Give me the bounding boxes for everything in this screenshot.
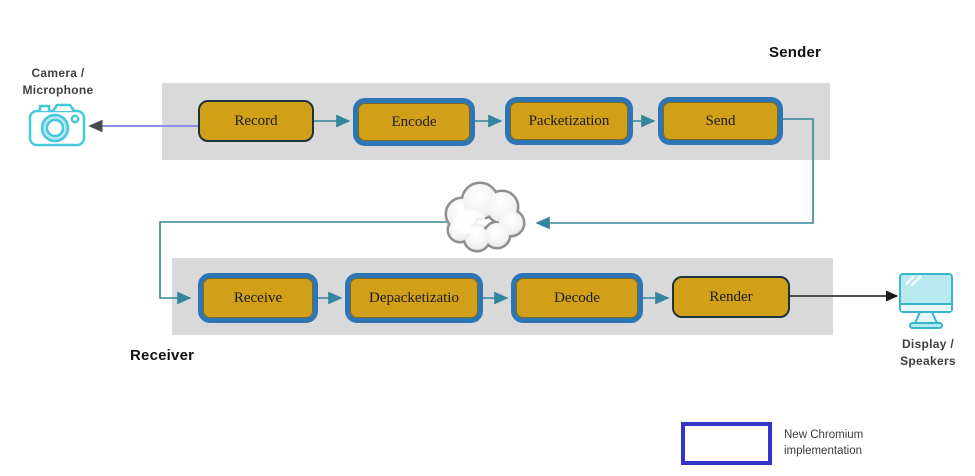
- display-caption-line1: Display /: [901, 337, 955, 351]
- camera-icon: [28, 103, 86, 147]
- sender-section-label: Sender: [769, 44, 822, 61]
- send-label: Send: [705, 112, 736, 129]
- network-cloud-icon: [444, 181, 526, 253]
- encode-label: Encode: [391, 113, 437, 130]
- receive-box: Receive: [198, 273, 318, 323]
- encode-box: Encode: [353, 98, 475, 146]
- render-box: Render: [672, 276, 790, 318]
- legend-swatch: [681, 422, 772, 465]
- record-box: Record: [198, 100, 314, 142]
- packetization-label: Packetization: [528, 112, 610, 129]
- camera-caption-line1: Camera /: [31, 66, 85, 80]
- display-caption-line2: Speakers: [900, 354, 956, 368]
- cloud-receive-arrow: [159, 221, 447, 305]
- legend-text-line1: New Chromium: [784, 429, 864, 441]
- camera-caption-line2: Microphone: [22, 83, 94, 97]
- legend-text-line2: implementation: [784, 445, 862, 457]
- packetization-box: Packetization: [505, 97, 633, 145]
- receiver-section-label: Receiver: [130, 347, 195, 364]
- decode-label: Decode: [554, 289, 600, 306]
- depacketization-label: Depacketizatio: [369, 289, 459, 306]
- render-label: Render: [709, 288, 753, 305]
- send-box: Send: [658, 97, 783, 145]
- send-cloud-arrow: [535, 118, 814, 230]
- display-caption: Display / Speakers: [883, 336, 973, 370]
- display-icon: [899, 273, 953, 329]
- record-label: Record: [234, 112, 278, 129]
- depacketization-box: Depacketizatio: [345, 273, 483, 323]
- decode-box: Decode: [511, 273, 643, 323]
- legend-text: New Chromium implementation: [784, 427, 904, 459]
- receive-label: Receive: [233, 289, 283, 306]
- camera-caption: Camera / Microphone: [13, 65, 103, 99]
